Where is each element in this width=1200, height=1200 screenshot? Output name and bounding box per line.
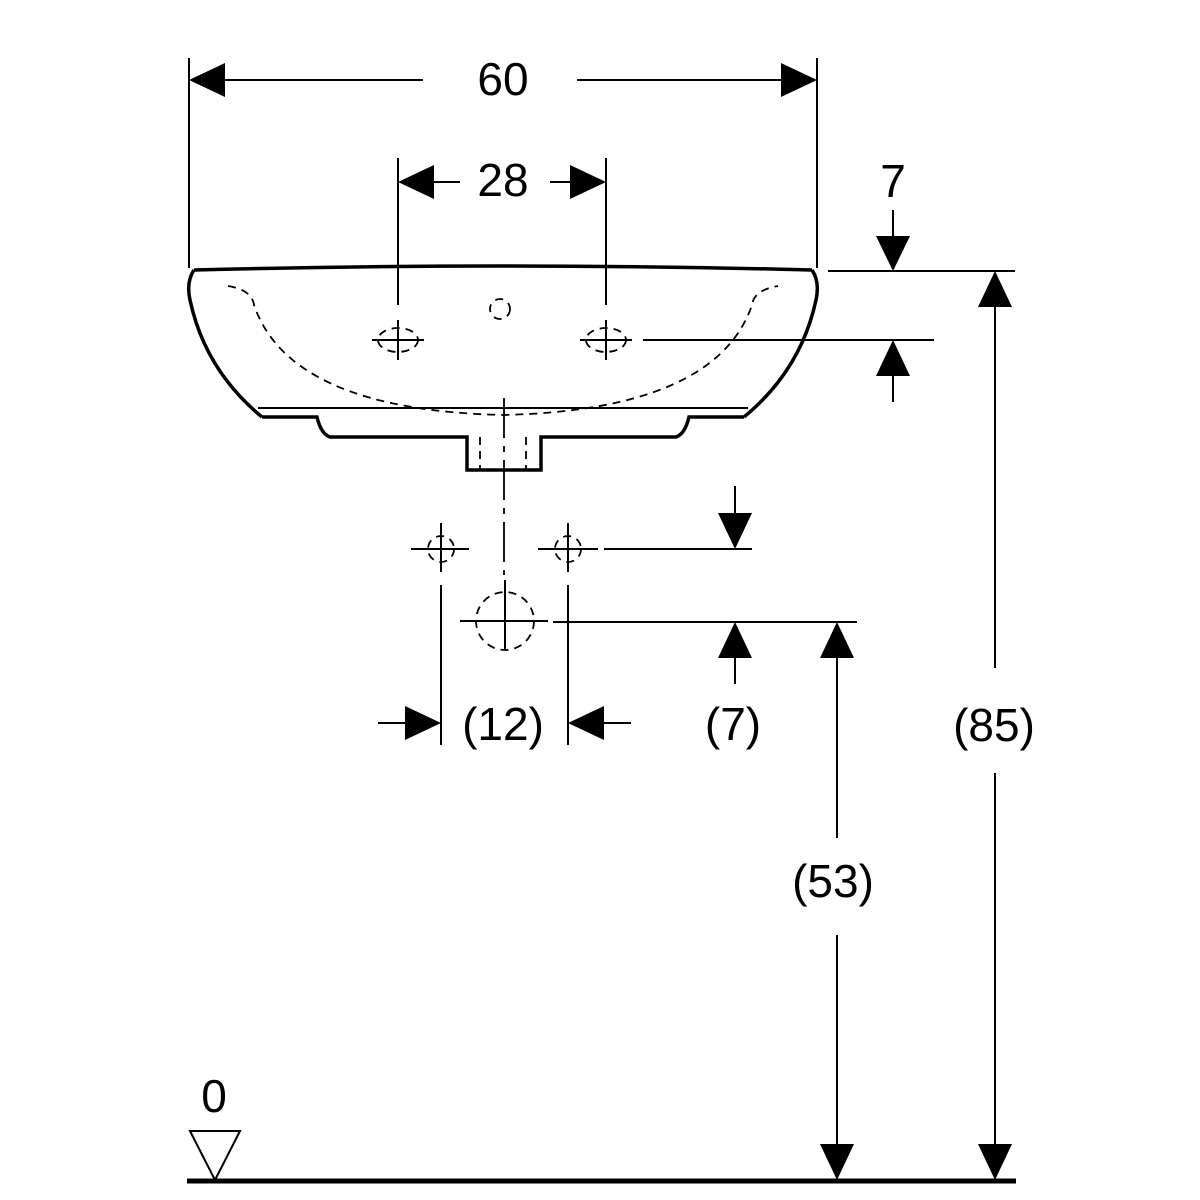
label-bracket-offset: (7) — [705, 698, 761, 750]
label-overall-width: 60 — [477, 53, 528, 105]
dimension-overall-width: 60 — [188, 53, 818, 268]
tap-hole-right-icon — [580, 320, 632, 360]
bracket-hole-right-icon — [538, 523, 598, 572]
label-rim-height: (85) — [953, 699, 1035, 751]
dimension-waste-height: (53) — [792, 622, 874, 1180]
label-rim-offset: 7 — [880, 155, 906, 207]
label-floor-level: 0 — [201, 1070, 227, 1122]
label-waste-height: (53) — [792, 855, 874, 907]
waste-connection-icon — [460, 580, 548, 651]
label-tap-spacing: 28 — [477, 154, 528, 206]
dimension-tap-spacing: 28 — [397, 154, 607, 305]
dimension-bracket-offset: (7) — [553, 486, 857, 750]
bracket-hole-left-icon — [411, 523, 469, 572]
tap-hole-left-icon — [372, 320, 424, 360]
dimension-rim-height: (85) — [953, 271, 1035, 1180]
label-bracket-spacing: (12) — [462, 698, 544, 750]
floor-datum-icon — [188, 1130, 242, 1183]
dimension-rim-offset: 7 — [643, 155, 1015, 402]
floor-level: 0 — [187, 1070, 1016, 1184]
overflow-hole-icon — [489, 298, 511, 320]
dimension-bracket-spacing: (12) — [378, 585, 631, 750]
basin-outline — [186, 264, 820, 472]
